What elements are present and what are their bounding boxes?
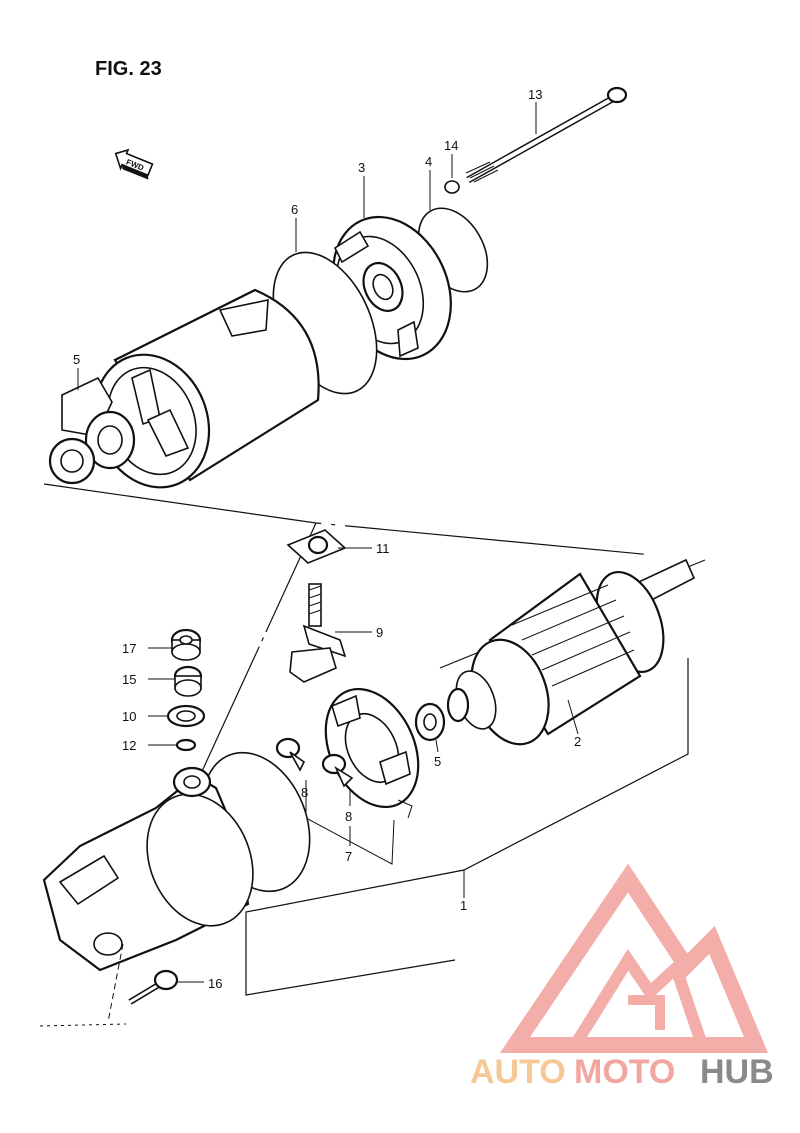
callout-17: 17 bbox=[122, 641, 136, 656]
terminal-bolt bbox=[289, 583, 347, 683]
brush-right bbox=[321, 753, 354, 788]
brush-holder bbox=[324, 687, 420, 819]
callout-8-left: 8 bbox=[301, 785, 308, 800]
callout-13: 13 bbox=[528, 87, 542, 102]
callout-15: 15 bbox=[122, 672, 136, 687]
screw-16 bbox=[128, 969, 179, 1005]
watermark-auto: AUTO bbox=[470, 1053, 566, 1091]
callout-1: 1 bbox=[460, 898, 467, 913]
leader-screw-axis bbox=[107, 943, 124, 1023]
nut-15 bbox=[173, 665, 203, 697]
callout-9: 9 bbox=[376, 625, 383, 640]
watermark-hub: HUB bbox=[700, 1053, 774, 1091]
callout-11: 11 bbox=[376, 541, 390, 556]
edge-mark bbox=[39, 1023, 127, 1027]
armature bbox=[446, 558, 696, 746]
brush-left bbox=[275, 737, 306, 772]
bushing-10 bbox=[166, 704, 206, 728]
callout-12: 12 bbox=[122, 738, 136, 753]
thru-bolt bbox=[465, 86, 628, 184]
washer-5-right bbox=[414, 702, 446, 742]
leader-7-bracket bbox=[305, 780, 395, 865]
leader-5-right bbox=[435, 739, 439, 753]
callout-2: 2 bbox=[574, 734, 581, 749]
callout-8-right: 8 bbox=[345, 809, 352, 824]
callout-6: 6 bbox=[291, 202, 298, 217]
callout-5-left: 5 bbox=[73, 352, 80, 367]
watermark-logo-icon bbox=[499, 863, 769, 1053]
callout-3: 3 bbox=[358, 160, 365, 175]
callout-14: 14 bbox=[444, 138, 458, 153]
nut-17 bbox=[170, 628, 202, 661]
callout-10: 10 bbox=[122, 709, 136, 724]
figure-title: FIG. 23 bbox=[95, 58, 162, 80]
callout-7: 7 bbox=[345, 849, 352, 864]
terminal-plate bbox=[286, 529, 347, 564]
callout-16: 16 bbox=[208, 976, 222, 991]
section-line-upper bbox=[43, 483, 706, 561]
section-line-left bbox=[197, 522, 317, 781]
forward-arrow-icon: FWD bbox=[114, 148, 154, 180]
watermark-moto: MOTO bbox=[574, 1053, 675, 1091]
leader-2 bbox=[567, 699, 579, 735]
callout-4: 4 bbox=[425, 154, 432, 169]
yoke-housing bbox=[93, 288, 320, 489]
callout-5-right: 5 bbox=[434, 754, 441, 769]
washer-14 bbox=[444, 180, 460, 194]
front-housing bbox=[42, 766, 254, 972]
washer-12 bbox=[175, 738, 197, 752]
watermark-text: AUTO MOTO HUB bbox=[470, 1053, 774, 1091]
washer-set-5 bbox=[48, 376, 136, 485]
assembly-bracket-1 bbox=[245, 658, 689, 996]
